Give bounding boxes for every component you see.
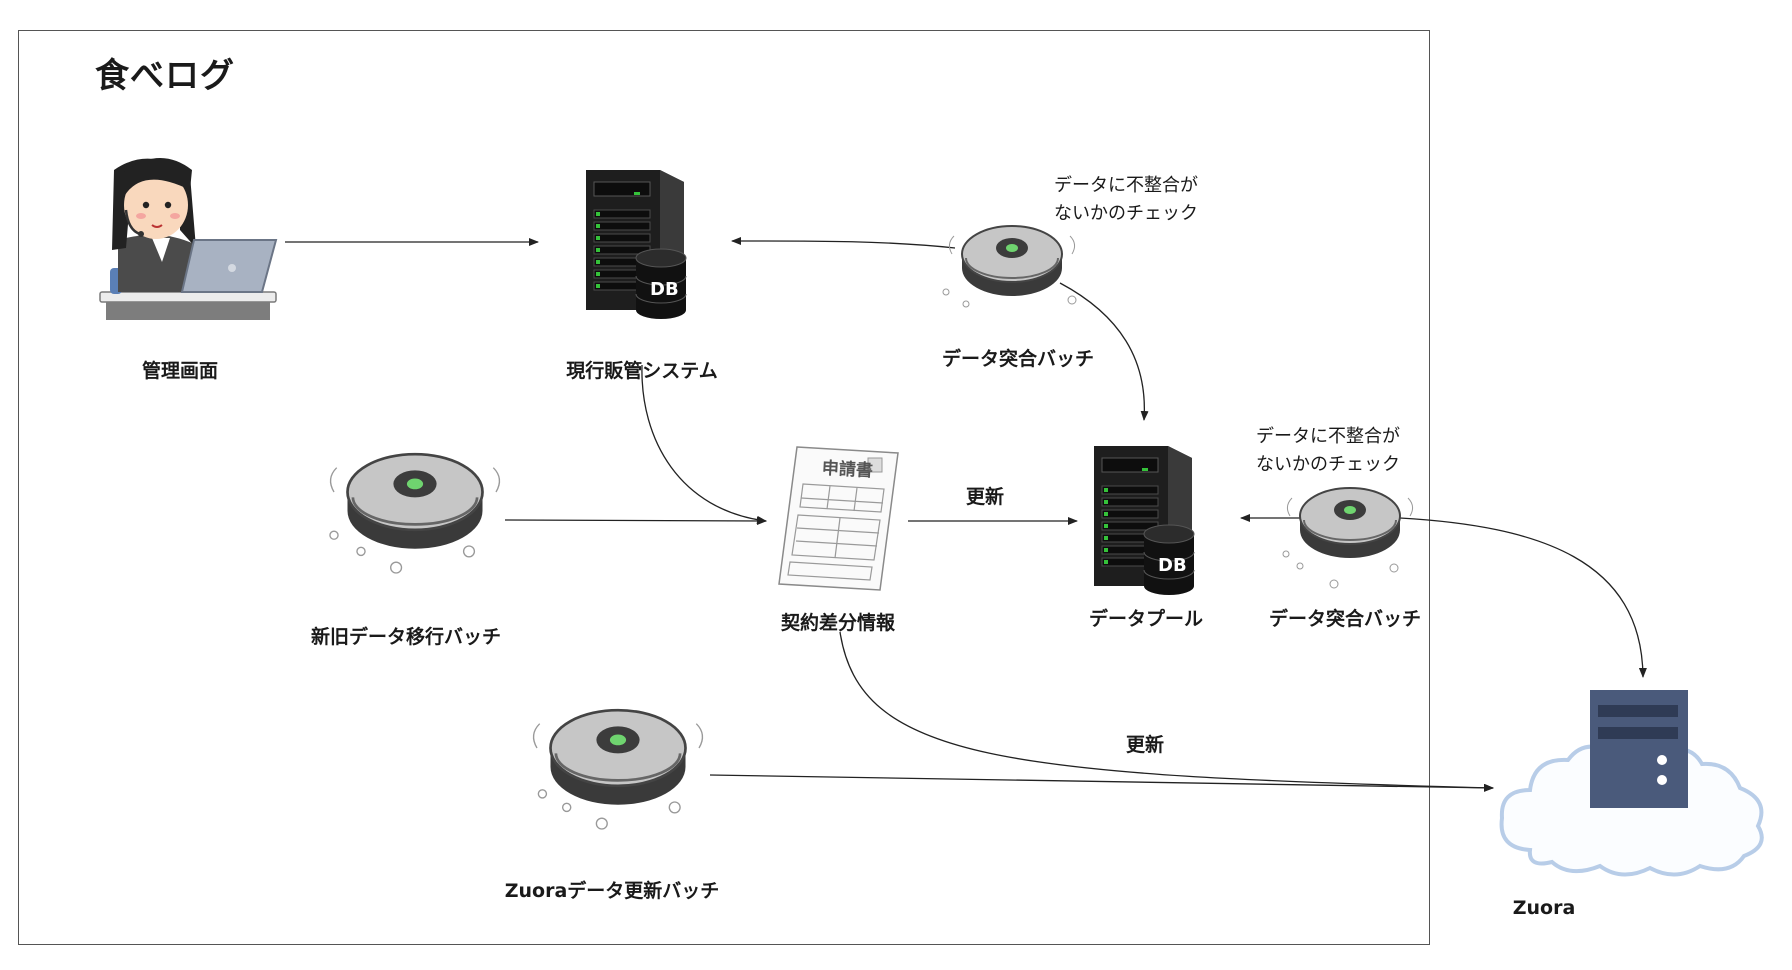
arrow-zuorabatch-to-zuora <box>709 774 1494 792</box>
reconcile-batch-right-label: データ突合バッチ <box>1268 608 1422 630</box>
zuora-batch-label: Zuoraデータ更新バッチ <box>504 880 720 902</box>
data-pool-label: データプール <box>1088 608 1204 630</box>
arrow-reconcile-to-system <box>731 236 956 249</box>
arrow-reconcile-to-zuora <box>1399 517 1647 678</box>
admin-label: 管理画面 <box>141 360 219 382</box>
tabelog-boundary <box>18 30 1430 945</box>
reconcile-batch-right-note: データに不整合が ないかのチェック <box>1256 423 1400 479</box>
reconcile-right-note-line1: データに不整合が <box>1256 426 1400 447</box>
migration-batch-label: 新旧データ移行バッチ <box>310 626 502 648</box>
frame-title: 食べログ <box>95 56 235 96</box>
admin-user-icon <box>99 157 278 320</box>
current-system-label: 現行販管システム <box>566 360 718 382</box>
application-form-icon <box>778 446 899 591</box>
reconcile-batch-top-label: データ突合バッチ <box>941 348 1095 370</box>
contract-diff-label: 契約差分情報 <box>780 612 896 634</box>
arrow-system-to-diff <box>641 364 767 524</box>
edge-label-diff-to-pool: 更新 <box>966 486 1005 508</box>
data-pool-db-badge: DB <box>1158 555 1187 576</box>
current-system-db-badge: DB <box>650 279 679 300</box>
reconcile-right-note-line2: ないかのチェック <box>1256 454 1400 475</box>
reconcile-note-line2: ないかのチェック <box>1054 203 1198 224</box>
server-db-icon <box>586 170 687 319</box>
arrow-reconcile-to-pool <box>1059 282 1149 421</box>
reconcile-note-line1: データに不整合が <box>1054 175 1198 196</box>
arrow-migration-to-diff <box>504 516 767 525</box>
cloud-server-icon <box>1499 690 1764 877</box>
zuora-label: Zuora <box>1512 897 1576 919</box>
arrow-diff-to-zuora <box>839 631 1494 792</box>
edge-label-diff-to-zuora: 更新 <box>1126 734 1165 756</box>
robot-vacuum-icon-right <box>1282 487 1414 589</box>
data-pool-server-icon <box>1094 446 1195 595</box>
robot-vacuum-icon-zuora-batch <box>532 708 704 830</box>
robot-vacuum-icon-top <box>942 225 1077 308</box>
robot-vacuum-icon-migration <box>329 452 501 574</box>
application-form-title: 申請書 <box>821 458 874 482</box>
reconcile-batch-top-note: データに不整合が ないかのチェック <box>1054 172 1198 228</box>
